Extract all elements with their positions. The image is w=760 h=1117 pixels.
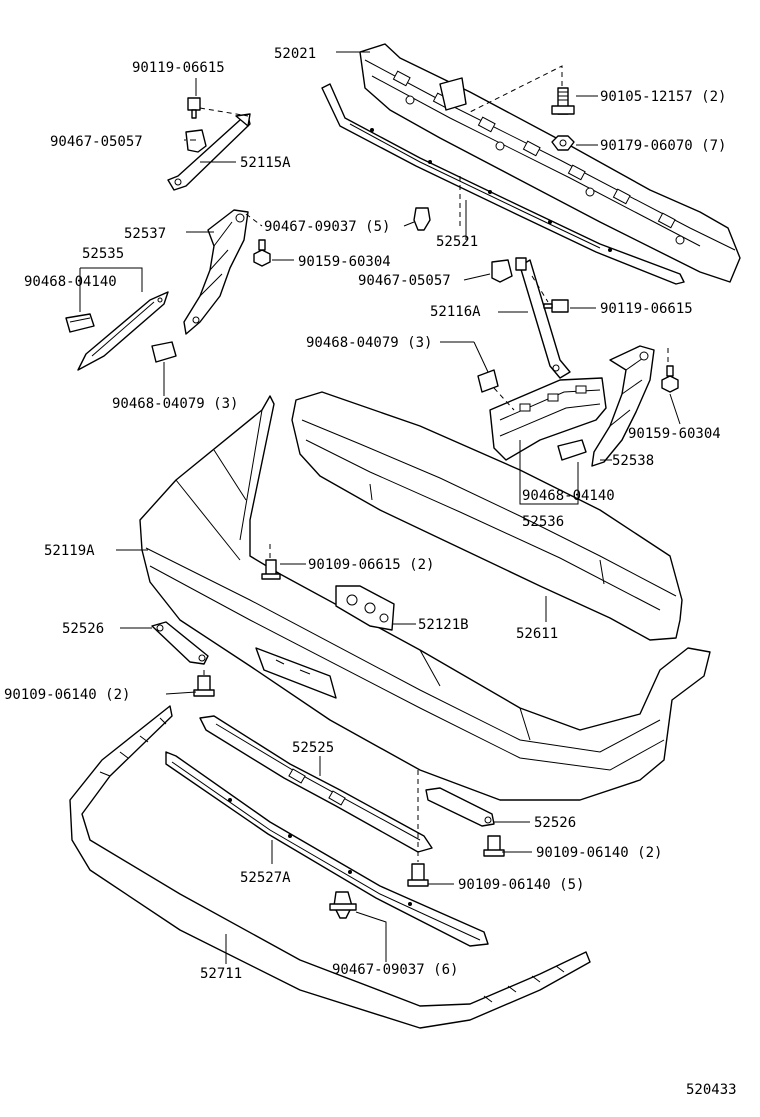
label-52526-left: 52526 (62, 621, 104, 637)
clip-90468-04140-right (557, 439, 587, 461)
screw-90119-06615-mid (531, 275, 596, 313)
clip-90467-05057-top (185, 129, 207, 153)
label-52535: 52535 (82, 246, 124, 262)
part-spoiler-52711 (69, 705, 591, 1029)
label-90468-04140-left: 90468-04140 (24, 274, 117, 290)
label-52538: 52538 (612, 453, 654, 469)
label-52526-right: 52526 (534, 815, 576, 831)
label-52536: 52536 (522, 514, 564, 530)
label-90109-06615: 90109-06615 (2) (308, 557, 434, 573)
label-52711: 52711 (200, 966, 242, 982)
part-bracket-52526-right (425, 787, 495, 827)
label-52121B: 52121B (418, 617, 469, 633)
part-reinforcement-52021 (359, 43, 741, 283)
label-52537: 52537 (124, 226, 166, 242)
screw-90109-06140-left (193, 670, 215, 697)
leader-lines (116, 51, 681, 964)
label-90468-04079-right: 90468-04079 (3) (306, 335, 432, 351)
label-52115A: 52115A (240, 155, 291, 171)
part-stay-52115A (167, 113, 251, 191)
clip-90467-09037-bottom (329, 891, 357, 919)
label-90467-05057-top: 90467-05057 (50, 134, 143, 150)
label-52021: 52021 (274, 46, 316, 62)
label-52611: 52611 (516, 626, 558, 642)
part-retainer-52521 (321, 83, 685, 285)
part-bracket-52525 (199, 715, 433, 853)
label-90119-06615-mid: 90119-06615 (600, 301, 693, 317)
label-90467-05057-mid: 90467-05057 (358, 273, 451, 289)
label-90159-60304-right: 90159-60304 (628, 426, 721, 442)
label-90119-06615-top: 90119-06615 (132, 60, 225, 76)
label-90109-06140-left: 90109-06140 (2) (4, 687, 130, 703)
screw-90159-60304-right (661, 348, 679, 393)
screw-90159-60304-left (253, 239, 294, 267)
diagram-id: 520433 (686, 1082, 737, 1098)
part-bracket-52526-left (151, 621, 209, 665)
part-absorber-52611 (291, 391, 683, 641)
callout-labels: 52021 90119-06615 90105-12157 (2) 90467-… (4, 46, 737, 1098)
part-retainer-52527A (165, 751, 489, 947)
part-brace-52536 (489, 377, 607, 461)
label-52525: 52525 (292, 740, 334, 756)
part-bumper-cover-52119A (139, 395, 711, 801)
label-90179-06070: 90179-06070 (7) (600, 138, 726, 154)
clip-90467-05057-mid (491, 257, 527, 283)
label-90468-04079-left: 90468-04079 (3) (112, 396, 238, 412)
screw-90109-06140-five (407, 770, 429, 887)
part-license-bracket-52121B (335, 585, 395, 631)
label-90467-09037-bottom: 90467-09037 (6) (332, 962, 458, 978)
screw-90119-06615-top (187, 97, 249, 119)
label-90109-06140-five: 90109-06140 (5) (458, 877, 584, 893)
label-90467-09037-top: 90467-09037 (5) (264, 219, 390, 235)
label-52521: 52521 (436, 234, 478, 250)
screw-90109-06615 (261, 540, 281, 580)
clip-90467-09037-top (403, 207, 431, 231)
nut-90179-06070 (551, 135, 598, 151)
part-bracket-52538 (591, 345, 655, 467)
clip-90468-04140-left (65, 313, 95, 333)
label-52116A: 52116A (430, 304, 481, 320)
label-52527A: 52527A (240, 870, 291, 886)
label-52119A: 52119A (44, 543, 95, 559)
clip-90468-04079-left (151, 341, 177, 363)
bolt-90105-12157 (551, 87, 598, 115)
screw-90109-06140-right (483, 835, 505, 857)
part-stay-52116A (519, 259, 571, 379)
part-brace-52535 (77, 291, 169, 371)
part-bracket-52537 (183, 209, 263, 335)
clip-90468-04079-right (477, 369, 515, 411)
label-90105-12157: 90105-12157 (2) (600, 89, 726, 105)
label-90159-60304-left: 90159-60304 (298, 254, 391, 270)
label-90468-04140-right: 90468-04140 (522, 488, 615, 504)
label-90109-06140-right: 90109-06140 (2) (536, 845, 662, 861)
